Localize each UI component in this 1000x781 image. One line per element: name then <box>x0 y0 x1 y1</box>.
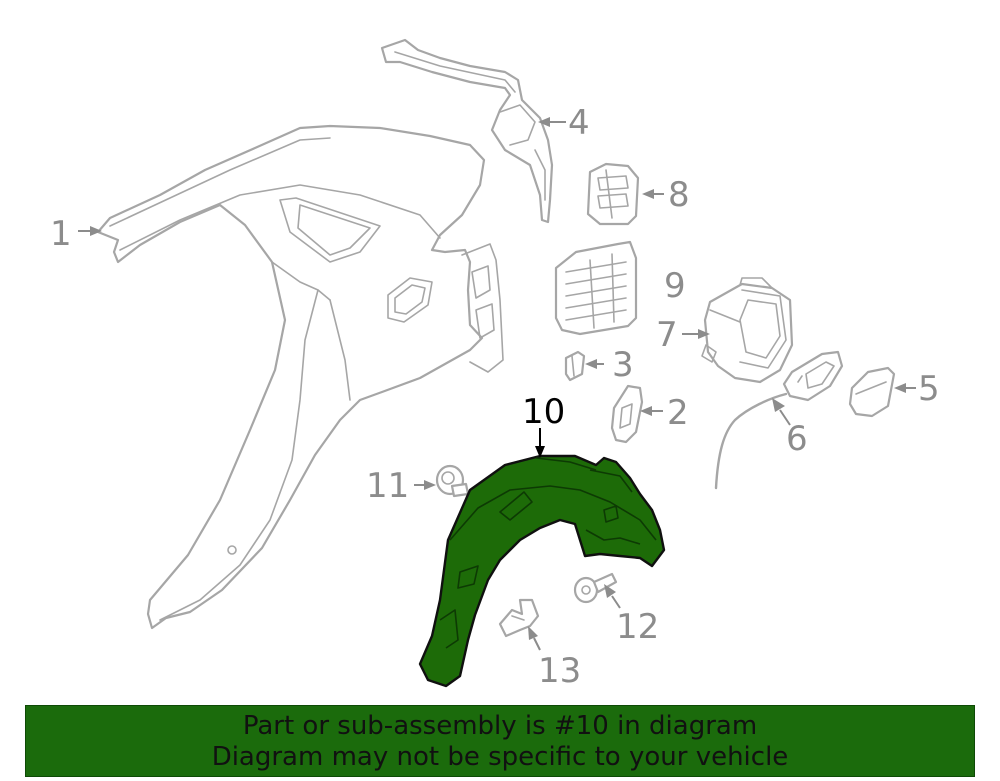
vent-part-8[interactable] <box>586 162 640 226</box>
push-pin-part-11[interactable] <box>435 464 470 498</box>
callout-13: 13 <box>538 651 581 691</box>
release-cable-part-6[interactable] <box>714 350 844 490</box>
bolt-part-12[interactable] <box>573 572 618 604</box>
quarter-panel-part-1[interactable] <box>96 124 504 630</box>
clip-part-3[interactable] <box>564 350 586 382</box>
vent-part-9[interactable] <box>554 240 638 336</box>
callout-12: 12 <box>616 607 659 647</box>
seal-part-2[interactable] <box>610 384 644 444</box>
clip-part-13[interactable] <box>498 598 540 638</box>
notice-line-1: Part or sub-assembly is #10 in diagram <box>242 711 758 741</box>
callout-3: 3 <box>612 345 634 385</box>
callout-6: 6 <box>786 419 808 459</box>
callout-5: 5 <box>918 369 940 409</box>
callout-9: 9 <box>664 266 686 306</box>
notice-line-2: Diagram may not be specific to your vehi… <box>211 742 789 772</box>
callout-4: 4 <box>568 103 590 143</box>
callout-2: 2 <box>667 393 689 433</box>
fuel-door-part-5[interactable] <box>848 366 896 418</box>
callout-10: 10 <box>522 392 565 432</box>
callout-1: 1 <box>50 214 72 254</box>
bracket-part-4[interactable] <box>380 38 554 224</box>
notice-banner: Part or sub-assembly is #10 in diagram D… <box>25 705 975 777</box>
callout-labels: 1 2 3 4 5 6 7 8 9 10 11 12 13 <box>50 103 940 691</box>
fuel-door-housing-part-7[interactable] <box>701 277 794 384</box>
leader-lines <box>78 117 916 651</box>
callout-11: 11 <box>366 466 409 506</box>
callout-8: 8 <box>668 175 690 215</box>
wheelhouse-liner-part-10[interactable] <box>418 454 666 688</box>
callout-7: 7 <box>656 315 678 355</box>
